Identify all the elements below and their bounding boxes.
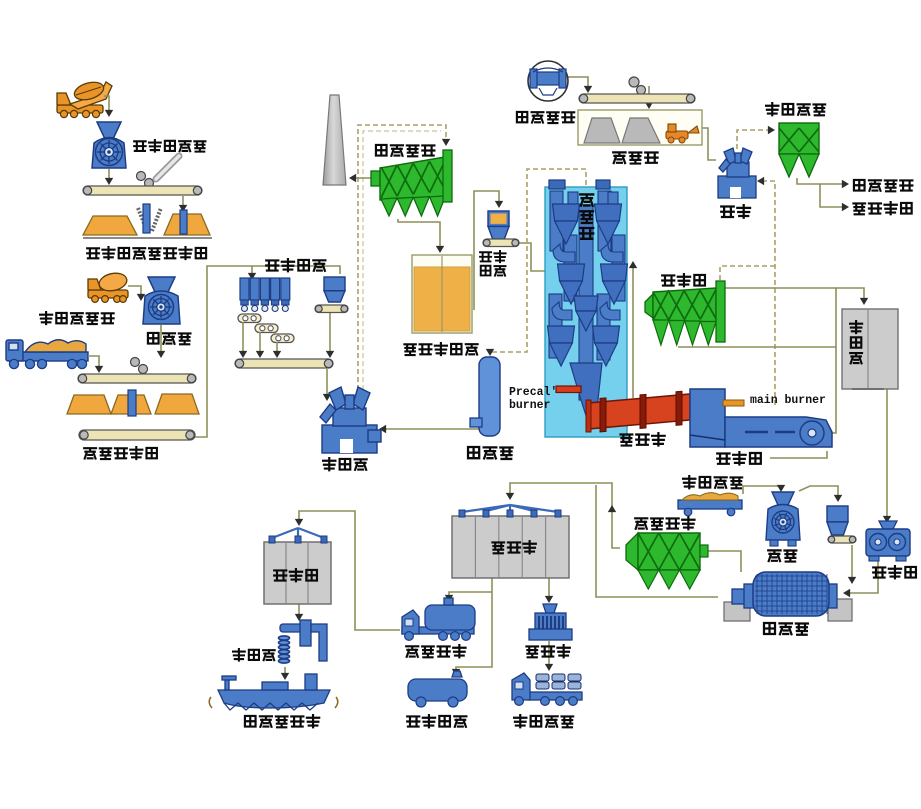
svg-text:Precal': Precal'	[509, 386, 557, 399]
svg-text:main burner: main burner	[750, 394, 826, 407]
svg-text:burner: burner	[509, 399, 551, 412]
